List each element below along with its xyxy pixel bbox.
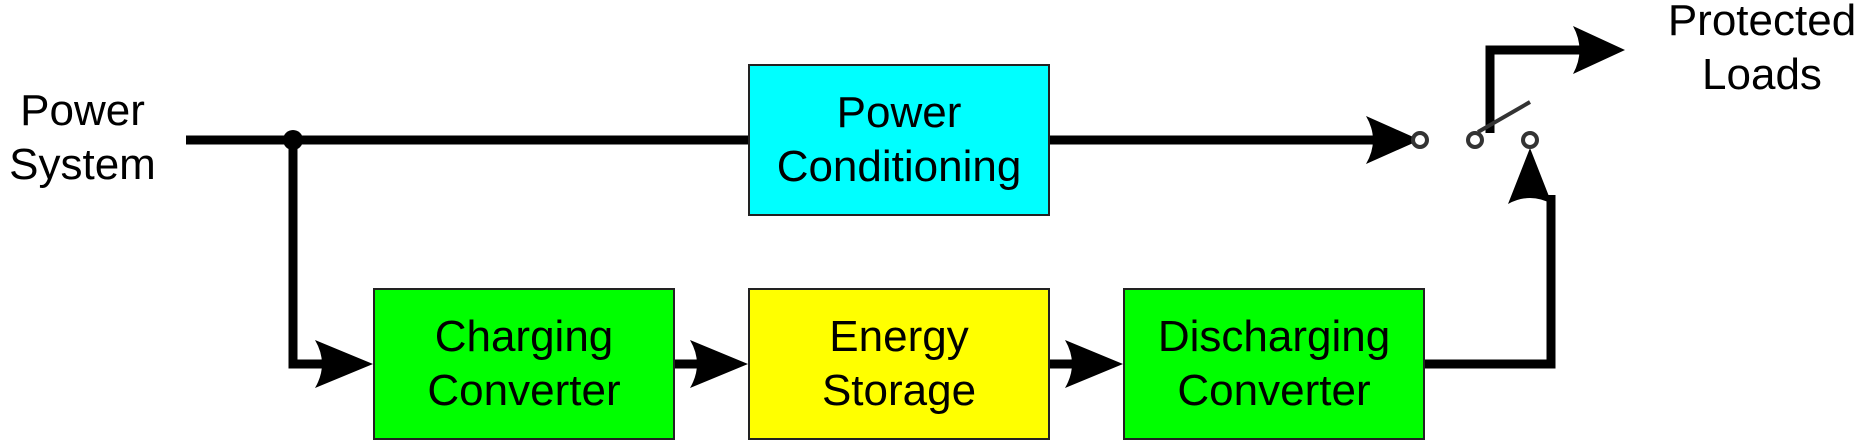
power-system-label-line2: System (9, 140, 156, 189)
protected-loads-label-line2: Loads (1702, 50, 1822, 99)
power-system-label: Power System (0, 84, 165, 192)
switch-contact-common (1466, 131, 1484, 149)
protected-loads-label-line1: Protected (1667, 0, 1857, 45)
arrowhead-up-to-switch (1508, 148, 1552, 204)
branch-line-to-charger (288, 140, 325, 369)
arrowhead-to-storage (690, 340, 748, 388)
switch-to-loads-line (1485, 45, 1600, 133)
energy-storage-block: Energy Storage (748, 288, 1050, 440)
discharger-to-switch-line (1424, 195, 1556, 369)
discharging-converter-line2: Converter (1177, 366, 1371, 415)
power-conditioning-line1: Power (836, 88, 962, 137)
arrowhead-to-discharger (1065, 340, 1123, 388)
arrowhead-to-loads (1573, 26, 1625, 74)
power-conditioning-block: Power Conditioning (748, 64, 1050, 216)
discharging-converter-line1: Discharging (1157, 312, 1391, 361)
switch-contact-alternate (1521, 131, 1539, 149)
junction-dot (283, 130, 303, 150)
charging-converter-block: Charging Converter (373, 288, 675, 440)
power-conditioning-line2: Conditioning (776, 142, 1022, 191)
energy-storage-line2: Storage (821, 366, 977, 415)
arrowhead-to-switch (1366, 116, 1420, 164)
switch-blade (1477, 100, 1531, 134)
charging-converter-line2: Converter (427, 366, 621, 415)
protected-loads-label: Protected Loads (1652, 0, 1870, 102)
discharging-converter-block: Discharging Converter (1123, 288, 1425, 440)
switch-contact-normal (1411, 131, 1429, 149)
arrowhead-to-charger (315, 340, 373, 388)
energy-storage-line1: Energy (829, 312, 969, 361)
power-system-label-line1: Power (20, 86, 145, 135)
charging-converter-line1: Charging (434, 312, 614, 361)
